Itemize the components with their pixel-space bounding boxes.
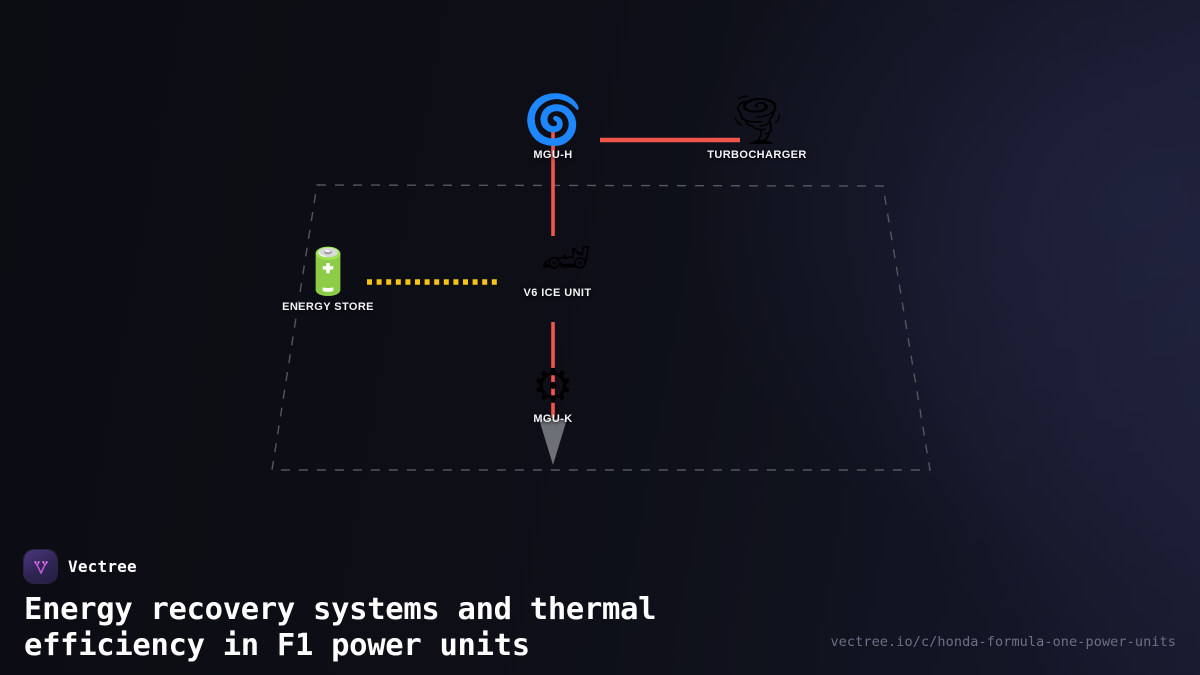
diagram-node-label: MGU-H xyxy=(533,149,573,161)
battery-icon: 🔋 xyxy=(299,245,357,298)
diagram-node-energy-store[interactable]: 🔋 ENERGY STORE xyxy=(282,249,374,313)
cyclone-icon: 🌀 xyxy=(523,92,583,148)
mguk-output-arrow xyxy=(539,419,567,465)
racing-car-icon: 🏎 xyxy=(540,235,592,281)
brand[interactable]: Vectree xyxy=(24,550,137,583)
diagram-svg xyxy=(271,128,931,471)
vectree-branch-logo-icon xyxy=(24,550,57,583)
brand-name: Vectree xyxy=(68,557,137,576)
tornado-icon: 🌪 xyxy=(726,92,788,148)
diagram-node-label: V6 ICE UNIT xyxy=(523,287,592,299)
page-title: Energy recovery systems and thermal effi… xyxy=(24,592,657,663)
diagram-node-turbocharger[interactable]: 🌪 TURBOCHARGER xyxy=(707,96,807,161)
power-unit-boundary xyxy=(271,184,931,471)
gear-icon: ⚙ xyxy=(531,359,575,414)
diagram-node-label: TURBOCHARGER xyxy=(707,149,807,161)
diagram-node-label: ENERGY STORE xyxy=(282,301,374,313)
diagram-node-v6-ice-unit[interactable]: 🏎 V6 ICE UNIT xyxy=(524,235,592,299)
diagram-node-mguk[interactable]: ⚙ MGU-K xyxy=(532,363,574,425)
diagram-node-label: MGU-K xyxy=(533,413,573,425)
branch-glyph xyxy=(33,560,48,574)
power-unit-diagram: 🌀 MGU-H 🌪 TURBOCHARGER 🏎 V6 ICE UNIT 🔋 E… xyxy=(271,96,931,471)
diagram-node-mguh[interactable]: 🌀 MGU-H xyxy=(523,96,583,161)
source-url: vectree.io/c/honda-formula-one-power-uni… xyxy=(830,634,1176,650)
footer: Vectree Energy recovery systems and ther… xyxy=(0,540,1200,675)
